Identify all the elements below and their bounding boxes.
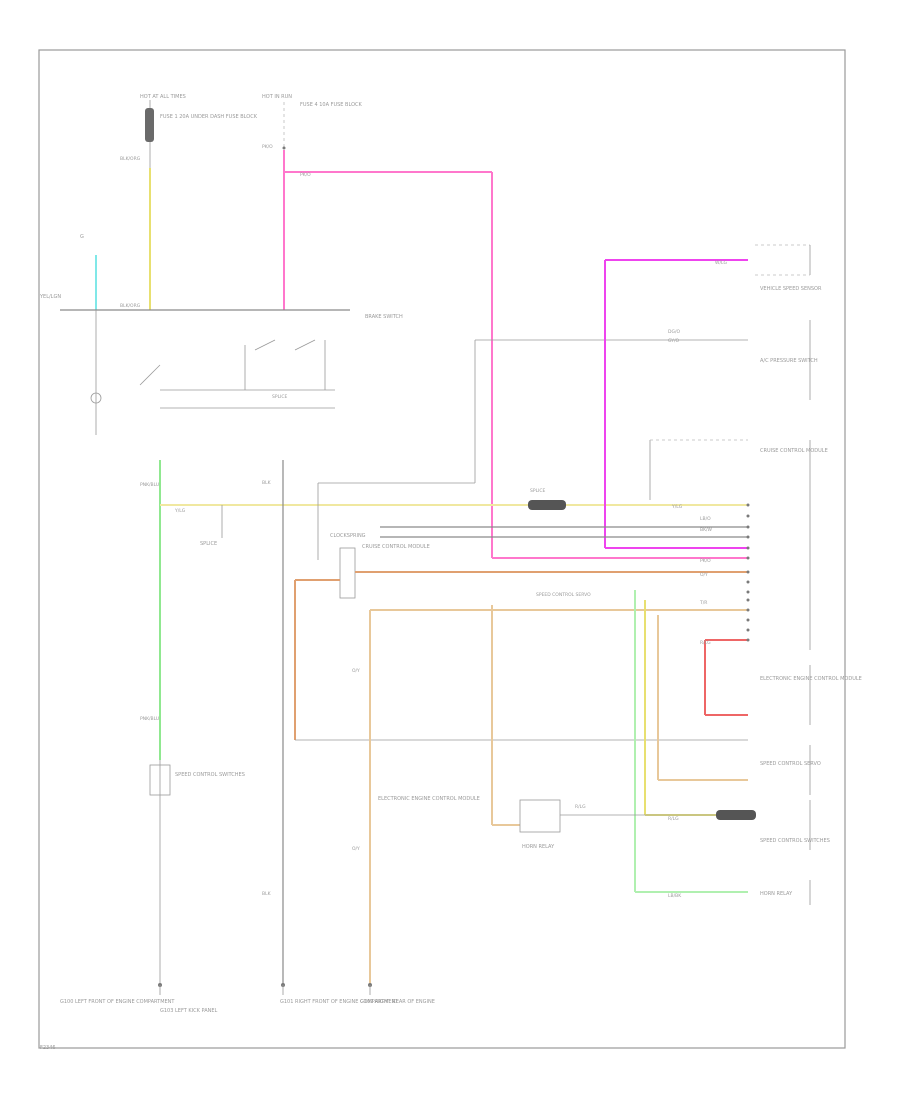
- fuse-top-left: HOT AT ALL TIMES FUSE 1 20A UNDER DASH F…: [140, 94, 258, 168]
- ground-left-label: G: [80, 234, 84, 240]
- wire-label: BLK/ORG: [120, 156, 141, 162]
- wire-label: PNK/BLU: [140, 482, 159, 488]
- wire-label: BLK/ORG: [120, 303, 141, 309]
- wire-label: O/Y: [352, 668, 360, 674]
- connector-inline: [528, 500, 566, 510]
- wire-label: T/R: [699, 600, 707, 606]
- wire-label: PK/O: [262, 144, 273, 150]
- horn-relay-label: HORN RELAY: [522, 844, 555, 850]
- splice-mid-label: SPLICE: [200, 541, 217, 547]
- splice-label: SPLICE: [530, 488, 546, 494]
- wire-label: W/LG: [715, 260, 727, 266]
- hot-at-all-times-label: HOT AT ALL TIMES: [140, 94, 186, 100]
- speed-control-switches-label: SPEED CONTROL SWITCHES: [175, 772, 245, 778]
- clockspring-box: [339, 547, 356, 599]
- wire-label: PNK/BLU: [140, 716, 159, 722]
- ac-pressure-label: A/C PRESSURE SWITCH: [760, 358, 818, 364]
- ground-arrows: [159, 985, 371, 995]
- clockspring-module-label: CRUISE CONTROL MODULE: [362, 544, 430, 550]
- wire-label: LB/BK: [668, 893, 682, 899]
- connector-pin-labels: Y/LG LB/O BK/W PK/O O/Y T/R R/LG: [671, 504, 713, 646]
- wire-label: Y/LG: [671, 504, 683, 510]
- lamp-icon: [90, 392, 102, 404]
- eec-right-label: ELECTRONIC ENGINE CONTROL MODULE: [760, 676, 862, 682]
- clockspring: CLOCKSPRING CRUISE CONTROL MODULE: [330, 533, 430, 599]
- wire-label: BLK: [262, 480, 272, 486]
- wire-label: R/LG: [575, 804, 586, 810]
- horn-relay-box: [519, 799, 561, 833]
- servo-label: SPEED CONTROL SERVO: [760, 761, 821, 767]
- ground-b2-label: G101 RIGHT FRONT OF ENGINE COMPARTMENT: [280, 999, 399, 1005]
- speed-control-switches-box: [149, 764, 171, 796]
- footer-code: F2346: [40, 1045, 56, 1051]
- switches-right-label: SPEED CONTROL SWITCHES: [760, 838, 830, 844]
- wire-label: PK/O: [700, 558, 711, 564]
- wire-label: BK/W: [700, 527, 713, 533]
- module-right-label: CRUISE CONTROL MODULE: [760, 448, 828, 454]
- diagram-frame: [38, 49, 846, 1049]
- hot-in-run-label: HOT IN RUN: [262, 94, 292, 100]
- brake-switch-label: BRAKE SWITCH: [365, 314, 403, 320]
- connector-pins: [746, 503, 750, 642]
- ground-b3-label: G102 RIGHT REAR OF ENGINE: [360, 999, 435, 1005]
- wire-label: R/LG: [668, 816, 679, 822]
- brake-switch: BRAKE SWITCH SPLICE: [139, 314, 403, 409]
- wire-label: O/Y: [700, 572, 708, 578]
- connector-right: [716, 810, 756, 820]
- wire-label: DG/O: [668, 329, 680, 335]
- yel-lgn-label: YEL/LGN: [39, 294, 61, 300]
- splice-c-label: SPLICE: [272, 394, 288, 400]
- fuse-top-center: HOT IN RUN FUSE 4 10A FUSE BLOCK: [262, 94, 363, 150]
- ground-left: G YEL/LGN: [39, 234, 97, 310]
- wire-label: Y/LG: [174, 508, 186, 514]
- wire-label: R/LG: [700, 640, 711, 646]
- wire-label: PK/O: [300, 172, 311, 178]
- wire-label: GY/O: [668, 338, 680, 344]
- fuse-top-center-label: FUSE 4 10A FUSE BLOCK: [300, 102, 363, 108]
- ground-b4-label: G103 LEFT KICK PANEL: [160, 1008, 218, 1014]
- fuse-top-left-label: FUSE 1 20A UNDER DASH FUSE BLOCK: [160, 114, 258, 120]
- wire-label: O/Y: [352, 846, 360, 852]
- wire-label: LB/O: [700, 516, 711, 522]
- servo-top-label: SPEED CONTROL SERVO: [536, 592, 591, 598]
- wire-label: BLK: [262, 891, 272, 897]
- vss-label: VEHICLE SPEED SENSOR: [760, 286, 822, 292]
- clockspring-label: CLOCKSPRING: [330, 533, 366, 539]
- eec-label: ELECTRONIC ENGINE CONTROL MODULE: [378, 796, 480, 802]
- horn-relay-right-label: HORN RELAY: [760, 891, 793, 897]
- right-components: VEHICLE SPEED SENSOR A/C PRESSURE SWITCH…: [755, 244, 862, 905]
- ground-b1-label: G100 LEFT FRONT OF ENGINE COMPARTMENT: [60, 999, 175, 1005]
